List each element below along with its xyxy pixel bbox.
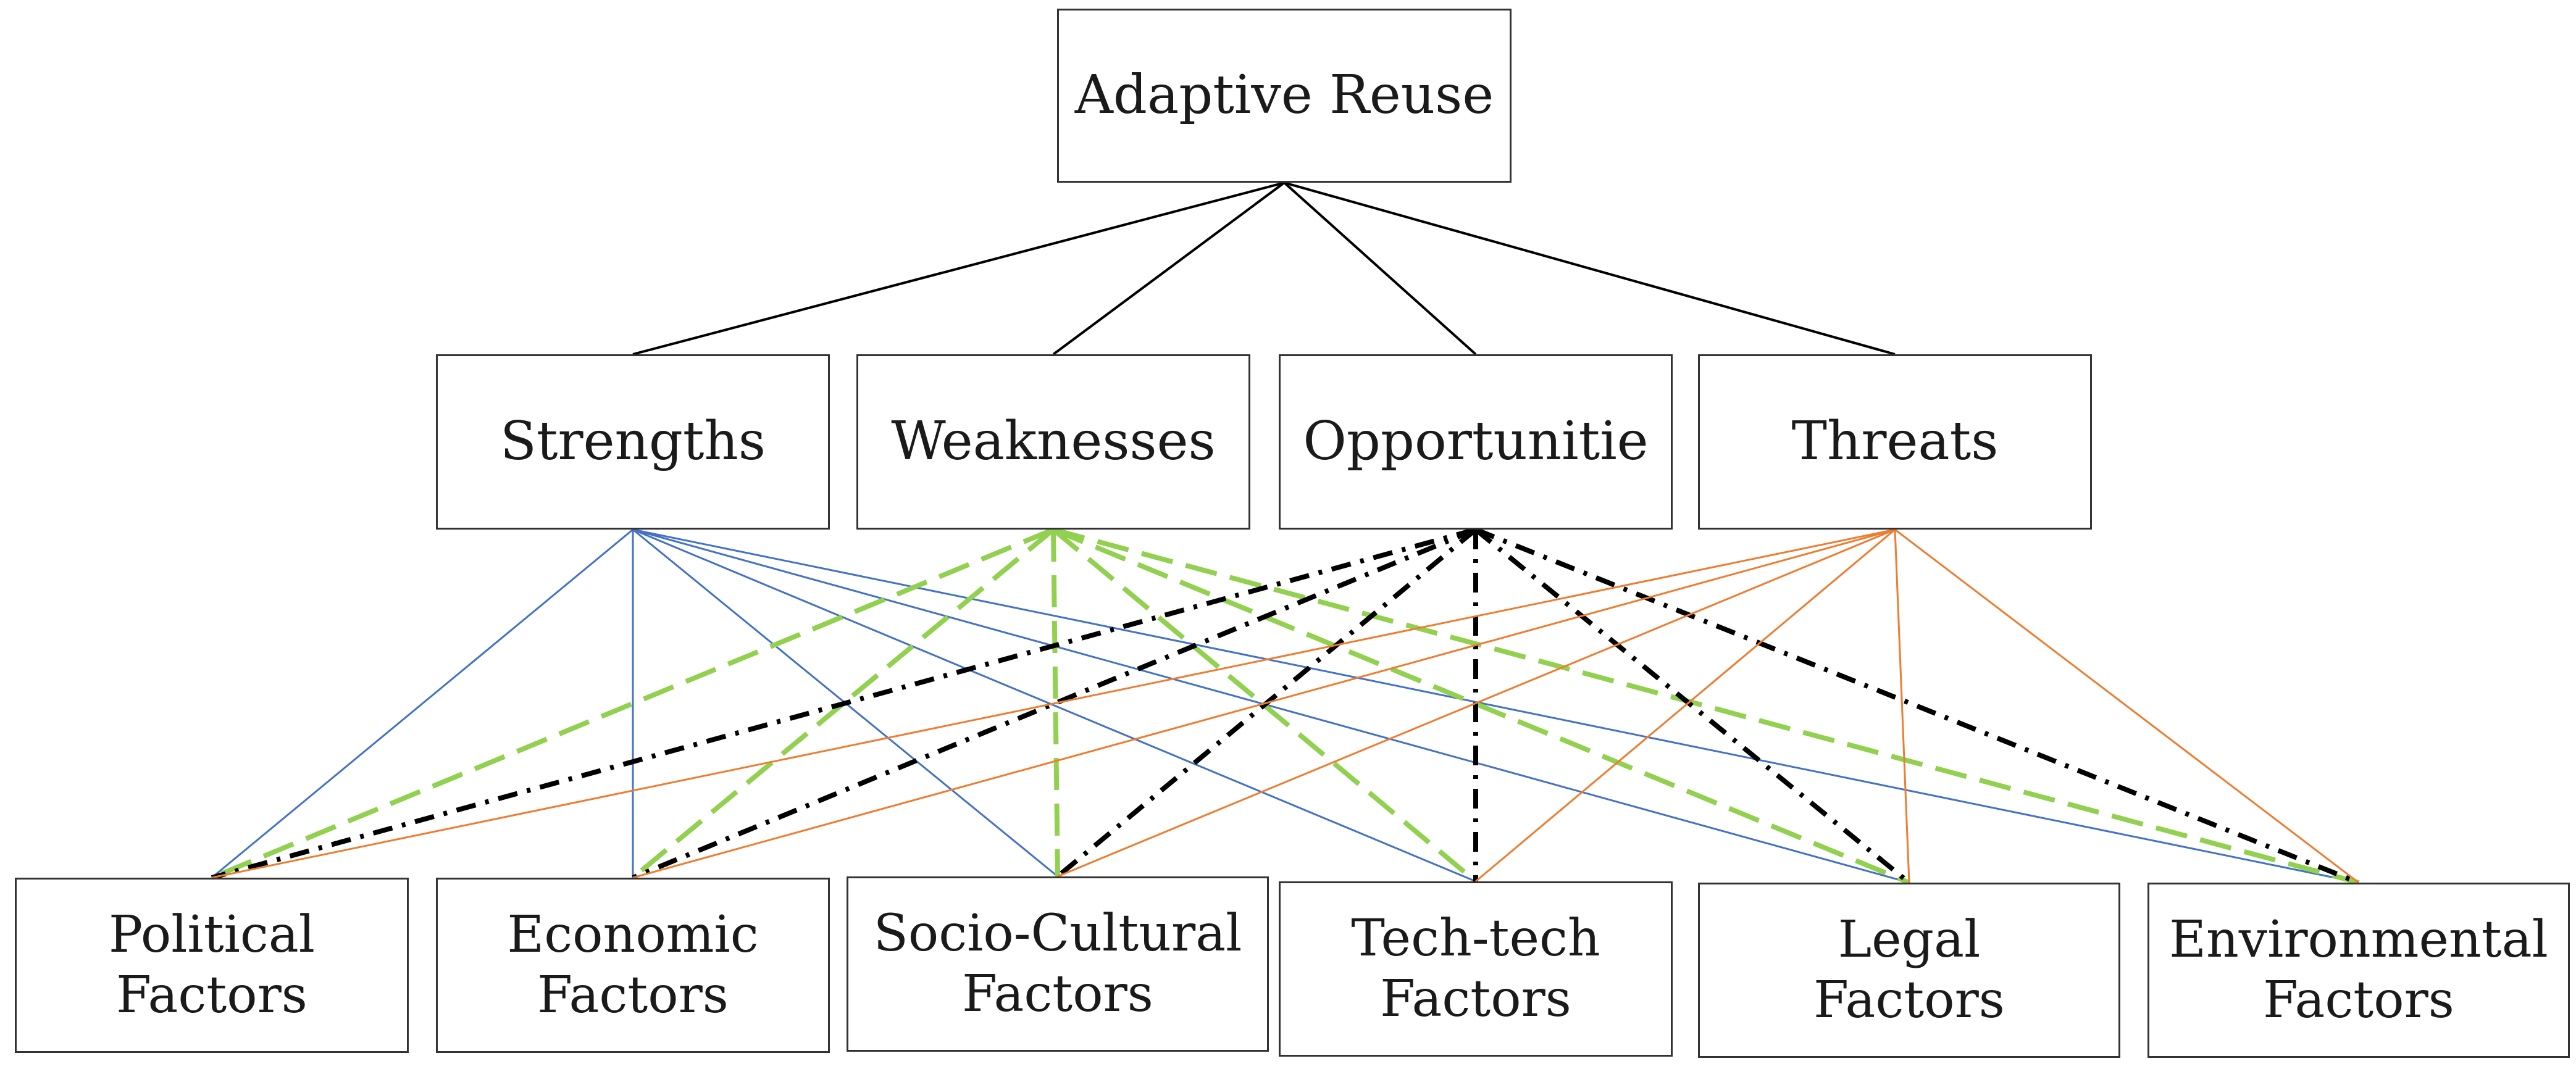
link-weaknesses-to-political xyxy=(211,527,1055,880)
node-economic-factors: Economic Factors xyxy=(436,878,830,1053)
link-strengths-to-environmental xyxy=(632,528,2359,884)
link-opportunities-to-legal xyxy=(1474,527,1911,885)
link-threats-to-political xyxy=(211,528,1896,879)
node-strengths: Strengths xyxy=(436,354,830,530)
node-political-factors: Political Factors xyxy=(15,878,409,1053)
node-tech-factors: Tech-tech Factors xyxy=(1279,881,1673,1057)
link-threats-to-environmental xyxy=(1894,528,2359,884)
link-threats-to-legal xyxy=(1894,529,1910,883)
node-legal-factors: Legal Factors xyxy=(1698,883,2120,1058)
node-opportunities: Opportunitie xyxy=(1279,354,1673,530)
link-root-to-opportunities xyxy=(1283,181,1477,356)
link-weaknesses-to-socio-cultural xyxy=(1051,529,1060,877)
link-root-to-threats xyxy=(1284,181,1896,356)
link-opportunities-to-political xyxy=(211,527,1477,880)
link-weaknesses-to-environmental xyxy=(1052,527,2360,885)
node-adaptive-reuse: Adaptive Reuse xyxy=(1057,9,1512,183)
node-environmental-factors: Environmental Factors xyxy=(2147,883,2570,1058)
link-root-to-weaknesses xyxy=(1052,181,1286,356)
link-strengths-to-tech xyxy=(632,528,1476,883)
link-root-to-strengths xyxy=(632,181,1285,356)
link-weaknesses-to-legal xyxy=(1052,527,1910,885)
link-threats-to-economic xyxy=(632,528,1896,879)
link-opportunities-to-environmental xyxy=(1474,527,2360,885)
link-strengths-to-legal xyxy=(632,528,1910,884)
node-weaknesses: Weaknesses xyxy=(856,354,1250,530)
link-strengths-to-political xyxy=(211,528,634,879)
node-threats: Threats xyxy=(1698,354,2092,530)
node-socio-cultural-factors: Socio-Cultural Factors xyxy=(847,876,1269,1052)
link-threats-to-tech xyxy=(1475,528,1896,883)
link-threats-to-socio-cultural xyxy=(1057,528,1896,878)
